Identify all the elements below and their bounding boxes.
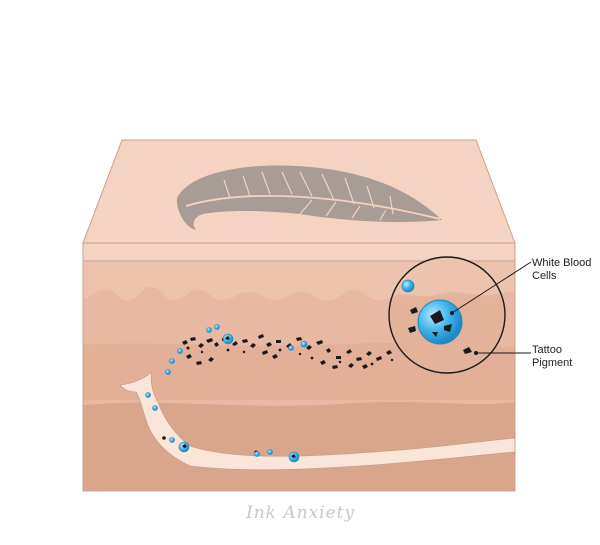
tattoo-pigment-label: Tattoo Pigment (532, 344, 572, 370)
hypodermis-layer (83, 402, 515, 491)
tattoo-pigment-label-line2: Pigment (532, 357, 573, 369)
feather-icon (176, 165, 442, 230)
magnifier-callout (388, 256, 506, 374)
watermark: Ink Anxiety (246, 503, 356, 523)
magnified-white-blood-cell (417, 299, 463, 345)
white-blood-cells-label: White Blood Cells (532, 257, 591, 283)
wbc-leader-line (451, 261, 532, 314)
white-blood-cells-label-line2: Cells (532, 270, 557, 282)
tattoo-pigment-label-line1: Tattoo (532, 344, 562, 356)
tattoo-pigment-band (182, 334, 392, 369)
white-blood-cells-label-line1: White Blood (532, 257, 592, 269)
